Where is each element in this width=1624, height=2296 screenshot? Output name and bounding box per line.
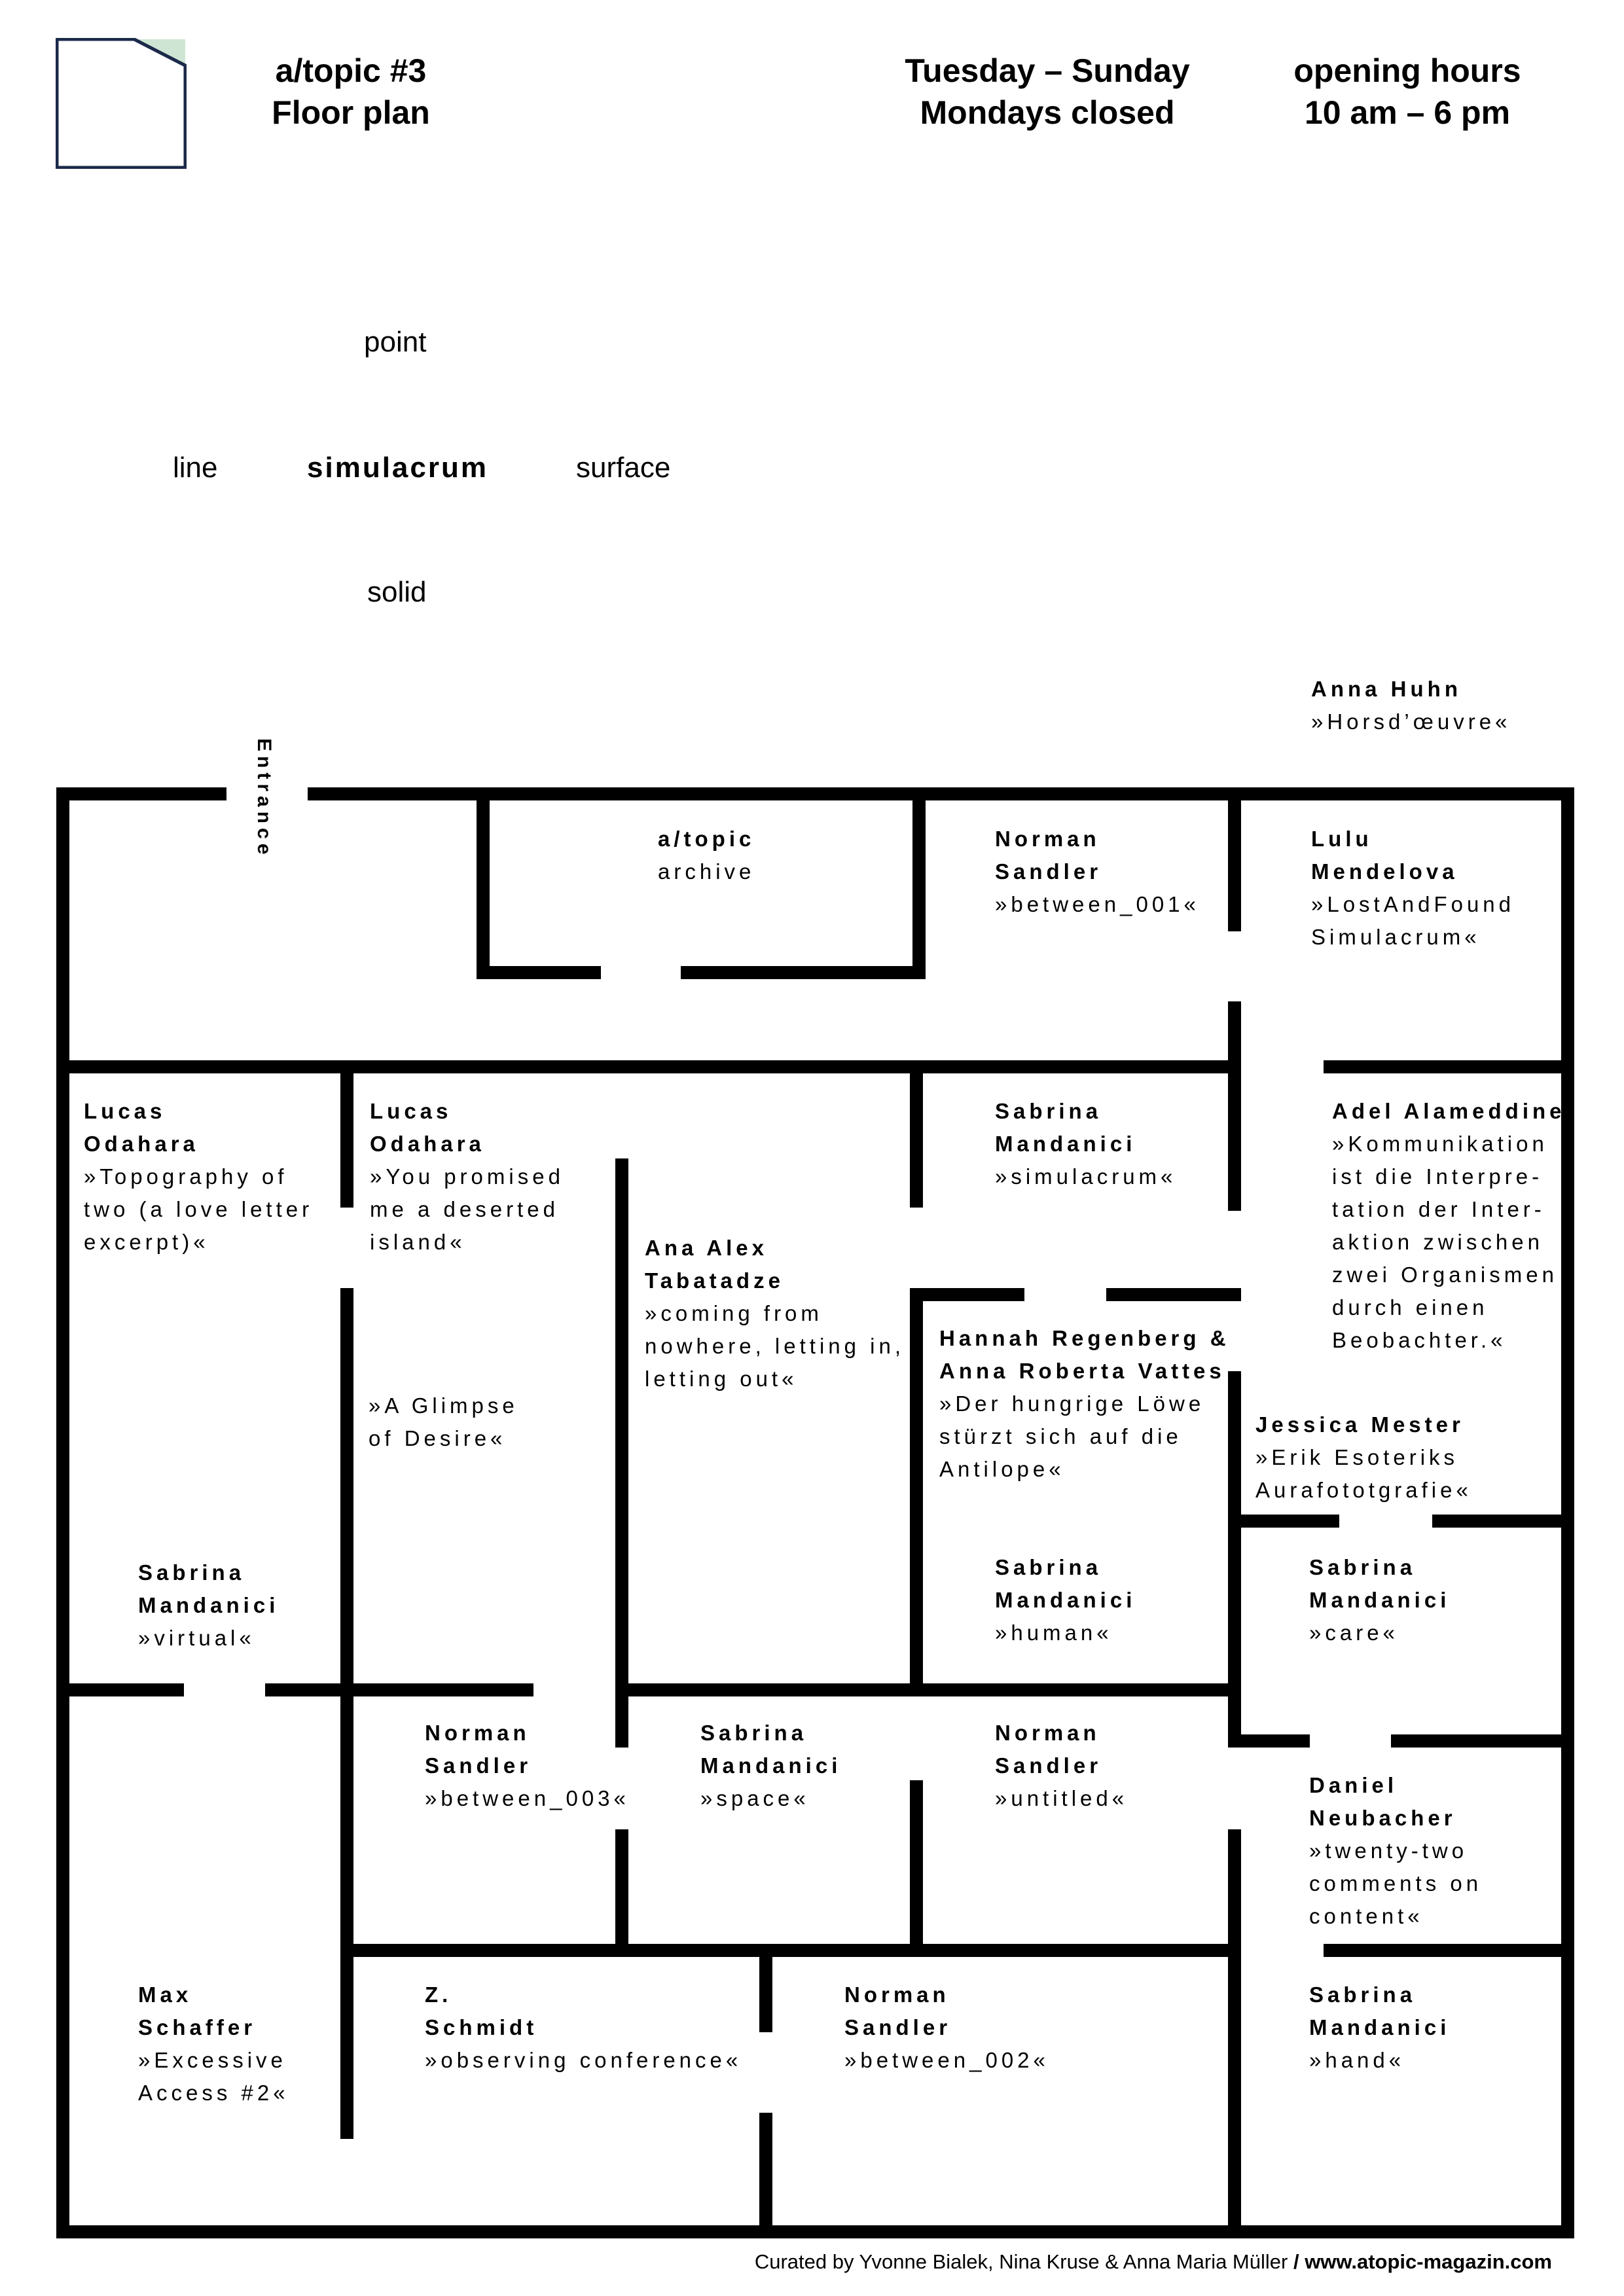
logo-icon	[55, 37, 187, 170]
label-sandler-003: Norman Sandler »between_003«	[425, 1721, 630, 1810]
wall-h-2325-right	[1432, 1515, 1574, 1528]
label-mandanici-virtual: Sabrina Mandanici »virtual«	[138, 1560, 280, 1650]
label-sandler-001: Norman Sandler »between_001«	[995, 827, 1200, 916]
wall-h-2580-c	[615, 1683, 1241, 1696]
hours-line-2: 10 am – 6 pm	[1304, 94, 1511, 131]
footer-credits: Curated by Yvonne Bialek, Nina Kruse & A…	[755, 2250, 1552, 2274]
footer-website-link[interactable]: www.atopic-magazin.com	[1305, 2250, 1552, 2273]
wall-v-530-top	[340, 1060, 353, 1208]
wall-h-1978-right	[1106, 1288, 1241, 1301]
hours-line-1: opening hours	[1293, 52, 1521, 89]
label-sandler-002: Norman Sandler »between_002«	[844, 1982, 1049, 2072]
days-line-1: Tuesday – Sunday	[905, 52, 1190, 89]
label-schmidt: Z. Schmidt »observing conference«	[425, 1982, 742, 2072]
wall-v-950-bottom	[615, 1829, 628, 1954]
wall-h-2980-left	[340, 1944, 1241, 1957]
wall-h-1978-left	[910, 1288, 1024, 1301]
wall-h-2660-right	[1391, 1734, 1574, 1748]
logo	[55, 37, 187, 170]
wall-v-950-top	[615, 1158, 628, 1748]
wall-outer-top-right	[308, 787, 1574, 800]
wall-v-1885-bottom1	[1228, 1829, 1241, 2117]
title-line-1: a/topic #3	[275, 52, 427, 89]
label-alameddine: Adel Alameddine »Kommunikation ist die I…	[1332, 1099, 1566, 1352]
wall-h-2980-right	[1324, 1944, 1574, 1957]
title-line-2: Floor plan	[272, 94, 430, 131]
concept-point: point	[364, 326, 427, 358]
logo-outline	[55, 37, 187, 170]
label-mandanici-simulacrum: Sabrina Mandanici »simulacrum«	[995, 1099, 1177, 1189]
label-regenberg-vattes: Hannah Regenberg & Anna Roberta Vattes »…	[939, 1326, 1230, 1481]
wall-v-1170-bottom	[759, 2113, 772, 2238]
wall-outer-right	[1561, 787, 1574, 2238]
opening-days: Tuesday – Sunday Mondays closed	[864, 50, 1231, 134]
wall-v-1885-bottom2	[1228, 2114, 1241, 2238]
wall-h-1630-left	[56, 1060, 1241, 1073]
label-glimpse: »A Glimpse of Desire«	[369, 1393, 518, 1450]
footer-curators: Curated by Yvonne Bialek, Nina Kruse & A…	[754, 2250, 1288, 2273]
concept-line: line	[173, 452, 218, 484]
opening-hours: opening hours 10 am – 6 pm	[1263, 50, 1551, 134]
wall-h-1630-right	[1324, 1060, 1574, 1073]
wall-archive-bottom-right	[681, 966, 926, 979]
wall-h-2325-left	[1228, 1515, 1339, 1528]
label-mandanici-human: Sabrina Mandanici »human«	[995, 1555, 1136, 1645]
wall-archive-bottom-left	[477, 966, 601, 979]
concept-solid: solid	[367, 576, 427, 608]
label-tabatadze: Ana Alex Tabatadze »coming from nowhere,…	[645, 1236, 905, 1391]
wall-v-530-bottom	[340, 1288, 353, 2139]
wall-h-2580-a	[56, 1683, 184, 1696]
wall-v-1400-mid	[910, 1288, 923, 1685]
concept-surface: surface	[576, 452, 671, 484]
label-schaffer: Max Schaffer »Excessive Access #2«	[138, 1982, 289, 2105]
label-mandanici-care: Sabrina Mandanici »care«	[1309, 1555, 1451, 1645]
wall-v-1885-top	[1228, 787, 1241, 931]
label-sandler-untitled: Norman Sandler »untitled«	[995, 1721, 1128, 1810]
label-mester: Jessica Mester »Erik Esoteriks Aurafotot…	[1255, 1412, 1472, 1502]
label-mandanici-space: Sabrina Mandanici »space«	[700, 1721, 842, 1810]
wall-v-1170-top	[759, 1944, 772, 2032]
footer-separator: /	[1288, 2250, 1305, 2273]
wall-outer-top-left	[56, 787, 226, 800]
days-line-2: Mondays closed	[920, 94, 1175, 131]
label-odahara-topography: Lucas Odahara »Topography of two (a love…	[84, 1099, 314, 1254]
wall-outer-bottom	[56, 2225, 1574, 2238]
page-title: a/topic #3 Floor plan	[220, 50, 482, 134]
wall-h-2580-b	[265, 1683, 533, 1696]
wall-archive-right	[912, 787, 926, 979]
label-neubacher: Daniel Neubacher »twenty-two comments on…	[1309, 1773, 1483, 1928]
wall-archive-left	[477, 787, 490, 979]
wall-outer-left	[56, 787, 69, 2238]
label-odahara-island: Lucas Odahara »You promised me a deserte…	[370, 1099, 564, 1254]
wall-v-1885-mid1	[1228, 1001, 1241, 1211]
entrance-label: Entrance	[253, 738, 275, 859]
label-anna-huhn: Anna Huhn »Horsd’œuvre«	[1311, 677, 1511, 734]
concept-simulacrum: simulacrum	[307, 452, 488, 484]
label-archive: a/topic archive	[658, 827, 755, 884]
wall-h-2660-left	[1228, 1734, 1310, 1748]
wall-v-1885-mid2	[1228, 1371, 1241, 1741]
label-mendelova: Lulu Mendelova »LostAndFound Simulacrum«	[1311, 827, 1515, 949]
wall-v-1400-top	[910, 1060, 923, 1208]
label-mandanici-hand: Sabrina Mandanici »hand«	[1309, 1982, 1451, 2072]
wall-v-1400-bottom	[910, 1780, 923, 1954]
